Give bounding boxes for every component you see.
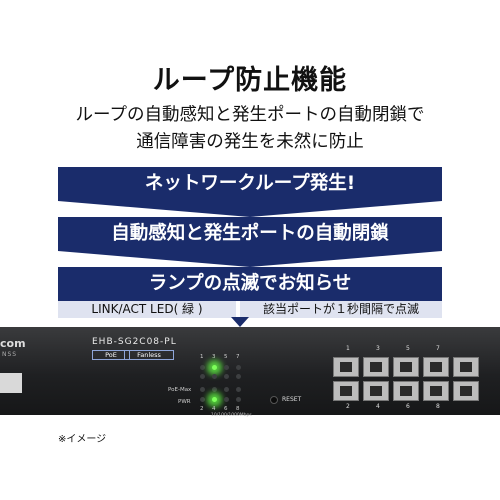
led-indicator [212,387,217,392]
subtitle-line-1: ループの自動感知と発生ポートの自動閉鎖で [75,105,425,125]
brand-sub: NSS [2,351,18,358]
ethernet-port [333,381,359,401]
led-number: 4 [212,406,216,412]
led-indicator [236,387,241,392]
led-number: 1 [200,354,204,360]
poe-tag: PoE [92,350,130,360]
ethernet-port [423,381,449,401]
poe-max-label: PoE-Max [168,387,192,393]
led-number: 3 [212,354,216,360]
led-indicator [224,387,229,392]
led-number: 6 [224,406,228,412]
model-name: EHB-SG2C08-PL [92,337,177,347]
led-indicator [224,397,229,402]
led-number: 5 [224,354,228,360]
ethernet-port [453,357,479,377]
led-indicator-blinking [212,397,217,402]
led-indicator [236,397,241,402]
pointer-arrow-icon [231,317,249,327]
led-indicator [200,374,205,379]
step-banner-3: ランプの点滅でお知らせ [58,267,442,301]
ethernet-port [423,357,449,377]
ethernet-port [363,357,389,377]
speed-label: 10/100/1000Mbps [211,413,252,418]
led-indicator [236,374,241,379]
led-number: 2 [200,406,204,412]
led-indicator [200,387,205,392]
led-indicator [236,365,241,370]
port-number: 8 [436,403,440,410]
led-indicator [224,374,229,379]
ethernet-port [393,381,419,401]
down-arrow-icon [58,251,442,267]
side-logo [0,373,22,393]
led-indicator [212,374,217,379]
pwr-label: PWR [178,399,191,405]
port-number: 5 [406,345,410,352]
switch-device-image: com NSS EHB-SG2C08-PL PoE Fanless 1 3 5 … [0,327,500,418]
ethernet-port [393,357,419,377]
image-note: ※イメージ [58,434,107,445]
subtitle: ループの自動感知と発生ポートの自動閉鎖で 通信障害の発生を未然に防止 [0,102,500,156]
down-arrow-icon [58,201,442,217]
port-number: 3 [376,345,380,352]
port-number: 4 [376,403,380,410]
led-indicator [200,397,205,402]
port-number: 6 [406,403,410,410]
brand-logo-partial: com [0,337,26,350]
reset-label: RESET [282,396,302,403]
page-title: ループ防止機能 [152,65,348,96]
led-indicator-blinking [212,365,217,370]
led-number: 7 [236,354,240,360]
port-number: 7 [436,345,440,352]
reset-button [270,396,278,404]
blink-description: 該当ポートが１秒間隔で点滅 [240,301,442,318]
subtitle-line-2: 通信障害の発生を未然に防止 [136,132,364,152]
led-indicator [224,365,229,370]
ethernet-port [363,381,389,401]
port-number: 1 [346,345,350,352]
step-banner-1: ネットワークループ発生! [58,167,442,201]
led-label: LINK/ACT LED( 緑 ) [58,301,236,318]
led-number: 8 [236,406,240,412]
port-number: 2 [346,403,350,410]
led-indicator [200,365,205,370]
ethernet-port [333,357,359,377]
step-banner-2: 自動感知と発生ポートの自動閉鎖 [58,217,442,251]
ethernet-port [453,381,479,401]
fanless-tag: Fanless [124,350,174,360]
